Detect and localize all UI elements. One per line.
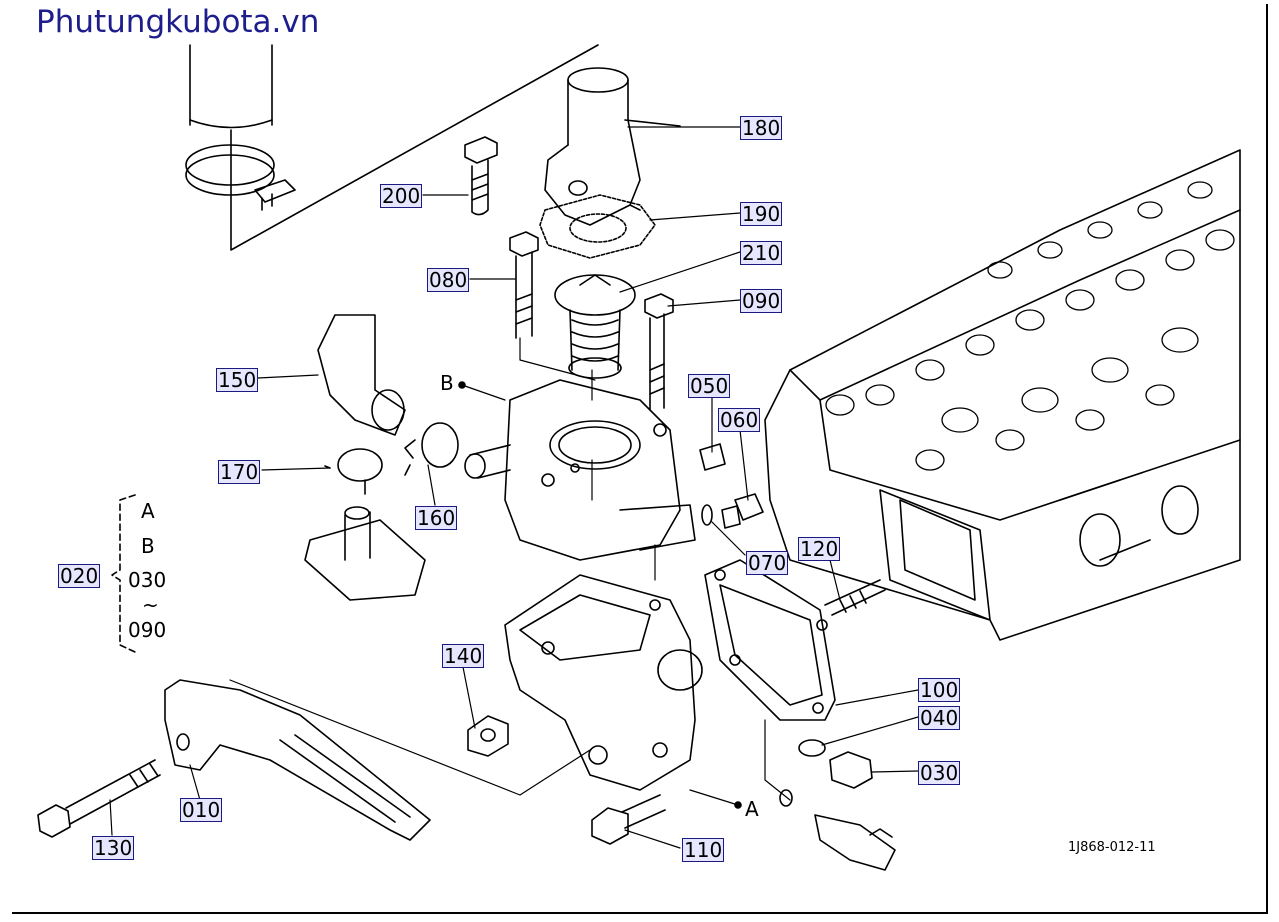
part-label-180[interactable]: 180 [740,116,783,140]
gasket-100 [704,559,836,721]
part-label-170[interactable]: 170 [218,460,261,484]
nut-140 [467,715,509,757]
bolt-130 [37,759,161,838]
temperature-sensor [779,789,896,871]
part-label-110[interactable]: 110 [682,838,725,862]
group-line-b: B [141,534,155,558]
part-label-100[interactable]: 100 [918,678,961,702]
hose-150 [317,314,406,436]
brand-watermark: Phutungkubota.vn [36,4,320,40]
part-label-070[interactable]: 070 [746,551,789,575]
water-pump-housing [504,574,703,791]
plug-060 [721,493,764,529]
group-brace [111,494,136,653]
gasket-190 [539,194,656,259]
cylinder-head [764,149,1241,641]
part-label-190[interactable]: 190 [740,202,783,226]
bolt-080 [509,231,539,339]
part-label-090[interactable]: 090 [740,289,783,313]
marker-b-dot [458,381,466,389]
group-line-030: 030 [128,568,167,592]
part-label-140[interactable]: 140 [442,644,485,668]
clamp-170 [324,448,383,495]
plug-030 [829,751,873,789]
drawing-frame [12,4,1268,914]
marker-b-label: B [440,371,454,395]
hose-clamp-detail [185,44,599,251]
plug-050 [699,443,726,471]
part-label-150[interactable]: 150 [216,368,259,392]
thermostat-cover-180 [544,67,681,226]
part-label-040[interactable]: 040 [918,706,961,730]
bolt-110 [591,794,666,845]
part-label-130[interactable]: 130 [92,836,135,860]
part-label-160[interactable]: 160 [415,506,458,530]
part-label-030[interactable]: 030 [918,761,961,785]
bolt-090 [644,293,674,411]
washer-070 [701,504,713,526]
group-line-090: 090 [128,618,167,642]
water-flange-housing [464,379,696,561]
part-label-050[interactable]: 050 [688,374,731,398]
bracket-010 [164,679,431,841]
drawing-reference-number: 1J868-012-11 [1068,840,1156,855]
part-label-120[interactable]: 120 [798,537,841,561]
pipe-bracket [304,506,426,601]
group-line-a: A [141,499,155,523]
part-label-200[interactable]: 200 [380,184,423,208]
marker-a-label: A [745,797,759,821]
washer-040 [798,739,826,757]
part-label-010[interactable]: 010 [180,798,223,822]
bolt-200 [464,136,498,216]
group-line-tilde: ~ [142,593,159,617]
part-label-210[interactable]: 210 [740,241,783,265]
leader-lines [109,126,919,849]
part-label-020[interactable]: 020 [58,564,101,588]
marker-a-dot [734,801,742,809]
clamp-160 [404,422,459,476]
thermostat-210 [554,274,636,379]
part-label-080[interactable]: 080 [427,268,470,292]
part-label-060[interactable]: 060 [718,408,761,432]
